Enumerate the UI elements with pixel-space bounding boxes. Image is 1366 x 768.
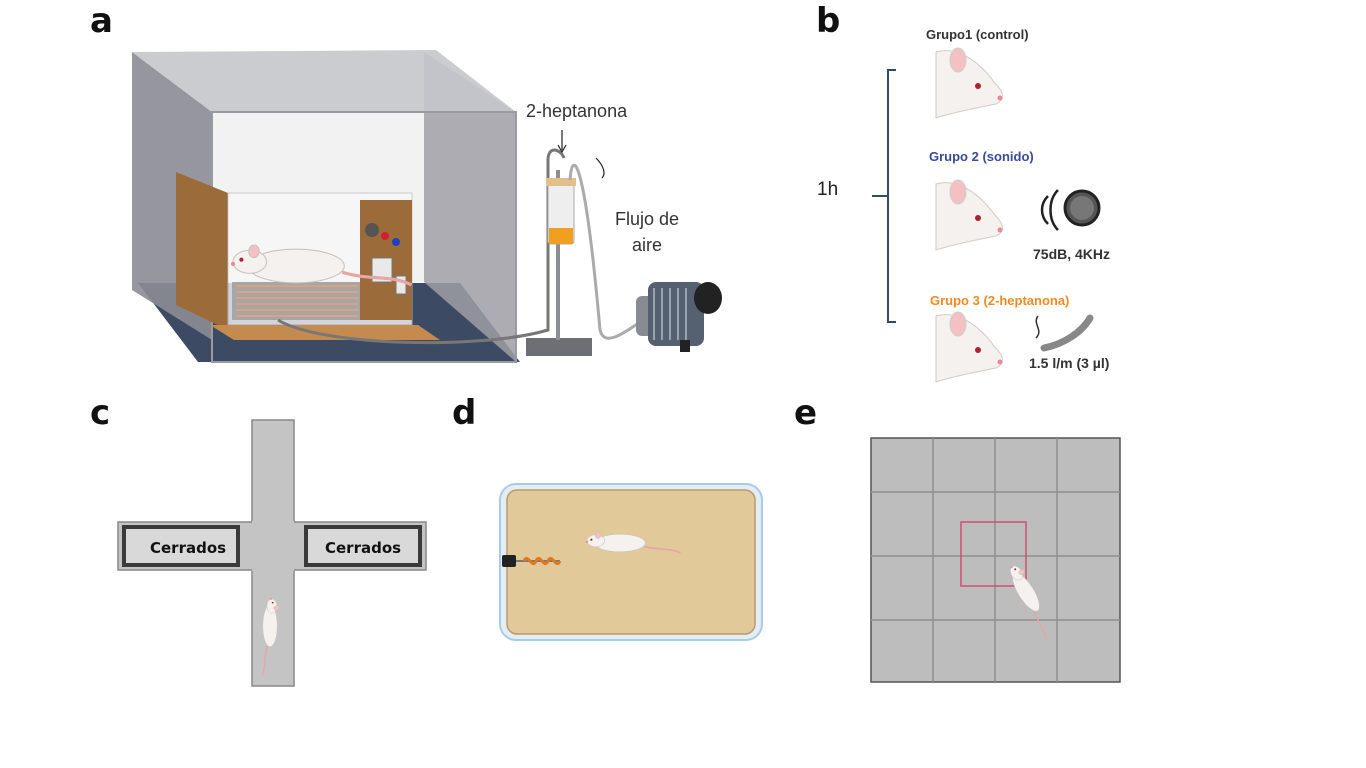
compound-label: 2-heptanona xyxy=(526,101,628,121)
panel-letter-b: b xyxy=(816,1,841,41)
rat-head-odor xyxy=(935,311,1003,383)
groups-brace xyxy=(872,69,896,323)
odor-tube-icon xyxy=(1035,314,1094,352)
group-1-label: Grupo1 (control) xyxy=(926,27,1029,42)
speaker-icon xyxy=(1040,189,1101,231)
odor-flow-label: 1.5 l/m (3 µl) xyxy=(1029,355,1110,371)
novel-object-arena xyxy=(499,483,763,641)
panel-letter-d: d xyxy=(452,393,477,433)
rat-head-sound xyxy=(935,179,1003,251)
closed-arm-left-label: Cerrados xyxy=(150,539,227,557)
panel-letter-c: c xyxy=(90,393,111,433)
group-2-label: Grupo 2 (sonido) xyxy=(929,149,1034,164)
exposure-chamber xyxy=(132,50,566,363)
panel-letter-e: e xyxy=(794,393,818,433)
odor-bottle xyxy=(526,130,641,356)
open-field-grid xyxy=(870,437,1121,683)
plus-maze xyxy=(117,419,427,687)
airflow-label: Flujo de aire xyxy=(614,209,680,255)
sound-stimulus-label: 75dB, 4KHz xyxy=(1033,246,1111,262)
exposure-duration: 1h xyxy=(817,179,839,200)
rat-head-control xyxy=(935,47,1003,119)
group-3-label: Grupo 3 (2-heptanona) xyxy=(930,293,1070,308)
air-pump xyxy=(636,282,722,352)
closed-arm-right-label: Cerrados xyxy=(325,539,402,557)
panel-letter-a: a xyxy=(90,1,113,41)
